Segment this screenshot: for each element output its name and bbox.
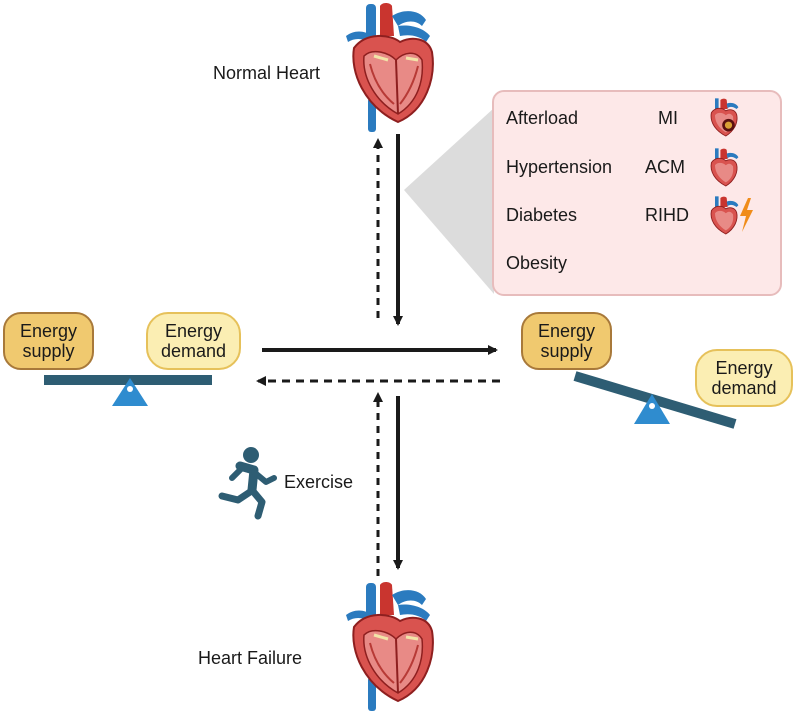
risk-mi: MI (658, 108, 678, 128)
callout-wedge (404, 108, 494, 294)
risk-obesity: Obesity (506, 253, 568, 273)
mi-heart-icon (710, 98, 739, 137)
normal-heart-label: Normal Heart (213, 63, 321, 83)
rihd-heart-icon (710, 196, 739, 235)
risk-acm: ACM (645, 157, 685, 177)
balanced-scale-beam (44, 375, 212, 385)
risk-factors-panel: Afterload Hypertension Diabetes Obesity … (492, 90, 782, 296)
running-person-icon (218, 447, 277, 520)
lightning-icon (740, 198, 753, 232)
acm-heart-icon (710, 148, 739, 187)
normal-heart-icon (344, 2, 435, 132)
heart-failure-label: Heart Failure (198, 648, 303, 668)
risk-rihd: RIHD (645, 205, 689, 225)
failing-heart-icon (344, 580, 435, 712)
risk-afterload: Afterload (506, 108, 579, 128)
risk-hypertension: Hypertension (506, 157, 613, 177)
exercise-label: Exercise (284, 472, 354, 492)
risk-diabetes: Diabetes (506, 205, 578, 225)
